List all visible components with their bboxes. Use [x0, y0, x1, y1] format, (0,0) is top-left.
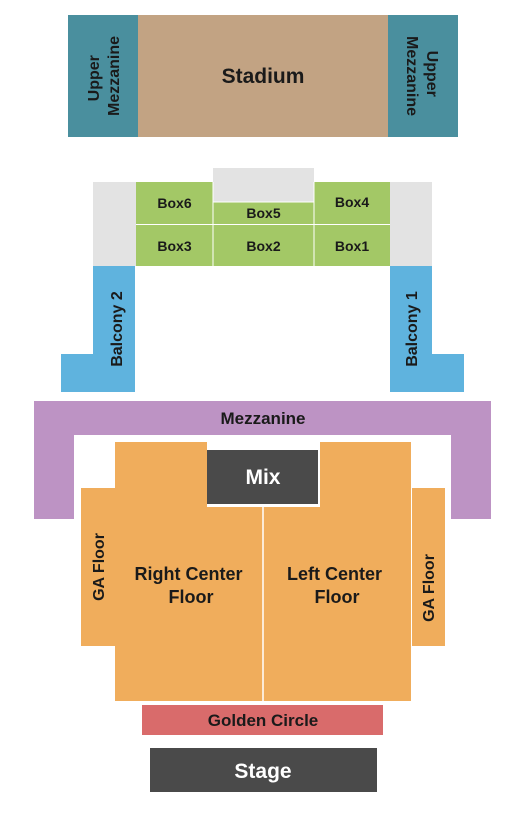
box6-label: Box6	[157, 195, 191, 211]
section-box5[interactable]: Box5	[213, 202, 314, 224]
mezzanine-label: Mezzanine	[220, 409, 305, 428]
ga-floor-right-shape	[412, 488, 445, 646]
box6-shape	[136, 182, 213, 224]
section-upper-mezzanine-left[interactable]: Upper Mezzanine	[68, 15, 138, 137]
ga-floor-left-shape	[81, 488, 115, 646]
stadium-label: Stadium	[222, 65, 305, 88]
golden-circle-label: Golden Circle	[208, 711, 319, 730]
section-ga-floor-right[interactable]: GA Floor	[412, 488, 445, 646]
golden-circle-shape	[142, 705, 383, 735]
section-mezzanine[interactable]: Mezzanine	[34, 401, 491, 519]
box4-label: Box4	[335, 194, 369, 210]
box1-label: Box1	[335, 238, 369, 254]
stadium-shape	[138, 15, 388, 137]
section-box3[interactable]: Box3	[136, 225, 213, 266]
ga-floor-right-label: GA Floor	[421, 554, 438, 622]
box1-shape	[314, 225, 390, 266]
stage-label: Stage	[234, 760, 291, 783]
left-center-floor-shape	[263, 442, 411, 701]
stage: Stage	[150, 748, 377, 792]
filler-left-gray	[93, 182, 136, 266]
balcony1-shape	[390, 266, 464, 392]
box-separators	[136, 182, 390, 266]
left-center-floor-label: Left Center Floor	[287, 564, 387, 607]
section-box4[interactable]: Box4	[314, 182, 390, 224]
box2-label: Box2	[246, 238, 280, 254]
section-stadium[interactable]: Stadium	[138, 15, 388, 137]
box3-shape	[136, 225, 213, 266]
right-center-floor-shape	[115, 442, 263, 701]
filler-right-gray	[390, 182, 432, 266]
box5-label: Box5	[246, 205, 280, 221]
section-box2[interactable]: Box2	[213, 225, 314, 266]
mix-label: Mix	[245, 466, 280, 489]
box4-shape	[314, 182, 390, 224]
box2-shape	[213, 225, 314, 266]
section-right-center-floor[interactable]: Right Center Floor	[115, 442, 263, 701]
balcony2-label: Balcony 2	[109, 291, 126, 367]
mix-position: Mix	[207, 450, 318, 504]
section-ga-floor-left[interactable]: GA Floor	[81, 488, 115, 646]
balcony1-label: Balcony 1	[404, 291, 421, 367]
stage-shape	[150, 748, 377, 792]
balcony2-shape	[61, 266, 135, 392]
ga-floor-left-label: GA Floor	[91, 533, 108, 601]
upper-mezzanine-left-label: Upper Mezzanine	[86, 36, 123, 116]
section-golden-circle[interactable]: Golden Circle	[142, 705, 383, 735]
section-box6[interactable]: Box6	[136, 182, 213, 224]
box3-label: Box3	[157, 238, 191, 254]
box5-shape	[213, 202, 314, 224]
mix-shape	[207, 450, 318, 504]
upper-mezzanine-right-label: Upper Mezzanine	[403, 36, 440, 116]
upper-mezzanine-right-shape	[388, 15, 458, 137]
section-left-center-floor[interactable]: Left Center Floor	[263, 442, 411, 701]
upper-mezzanine-left-shape	[68, 15, 138, 137]
section-upper-mezzanine-right[interactable]: Upper Mezzanine	[388, 15, 458, 137]
section-balcony2[interactable]: Balcony 2	[61, 266, 135, 392]
mezzanine-shape	[34, 401, 491, 519]
section-balcony1[interactable]: Balcony 1	[390, 266, 464, 392]
right-center-floor-label: Right Center Floor	[134, 564, 247, 607]
filler-top-gray	[213, 168, 314, 202]
section-box1[interactable]: Box1	[314, 225, 390, 266]
